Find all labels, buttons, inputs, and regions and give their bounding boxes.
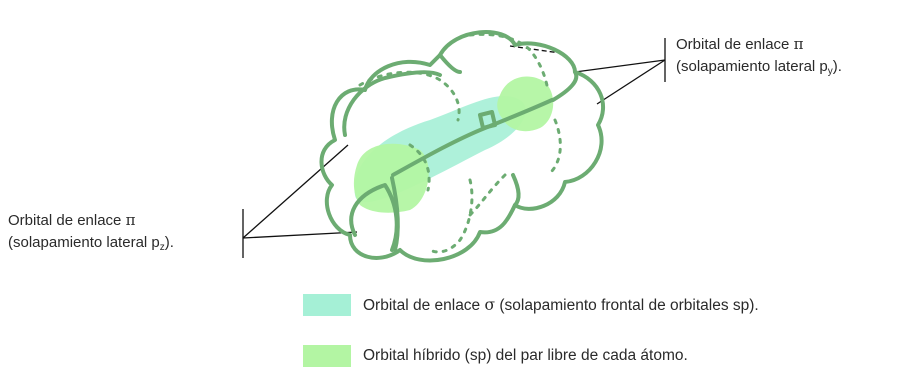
py-subscript: y bbox=[827, 66, 833, 77]
pi-bond-pz-desc: (solapamiento lateral p bbox=[8, 234, 160, 251]
top-lobe-notch bbox=[438, 53, 462, 74]
legend-item-sigma: Orbital de enlace σ (solapamiento fronta… bbox=[303, 293, 759, 317]
hidden-outline-right bbox=[546, 118, 562, 177]
orbital-outlines bbox=[319, 30, 605, 263]
callout-lines bbox=[242, 38, 666, 258]
sigma-symbol: σ bbox=[484, 295, 496, 314]
sigma-swatch bbox=[303, 294, 351, 316]
hidden-orbital-outlines bbox=[358, 32, 562, 254]
hidden-outline-upper-left bbox=[358, 70, 461, 122]
center-node bbox=[478, 110, 497, 130]
legend-sp-text: Orbital híbrido (sp) del par libre de ca… bbox=[363, 347, 688, 364]
pi-bond-py-prefix: Orbital de enlace bbox=[676, 36, 794, 53]
hidden-outline-top bbox=[468, 32, 550, 92]
legend-sigma-prefix: Orbital de enlace bbox=[363, 296, 485, 314]
front-lobe-ridge bbox=[342, 70, 442, 137]
pi-symbol: π bbox=[125, 211, 136, 229]
pi-bond-pz-prefix: Orbital de enlace bbox=[8, 212, 126, 229]
callout-line-top-upper bbox=[574, 59, 666, 73]
callout-line-top-lower bbox=[596, 59, 666, 105]
hidden-outline-lower bbox=[428, 178, 474, 254]
hidden-outline-left bbox=[408, 143, 431, 192]
right-lobe-ridge bbox=[551, 70, 579, 102]
pz-subscript: z bbox=[159, 242, 165, 253]
right-lower-lobe bbox=[511, 173, 521, 207]
legend-sigma-text: Orbital de enlace σ (solapamiento fronta… bbox=[363, 296, 759, 315]
bond-axis-lower bbox=[390, 176, 400, 252]
pi-bond-pz-suffix: ). bbox=[164, 234, 174, 251]
pi-bond-py-label: Orbital de enlace π (solapamiento latera… bbox=[676, 33, 842, 83]
pi-bond-py-desc: (solapamiento lateral p bbox=[676, 58, 828, 75]
legend-item-sp: Orbital híbrido (sp) del par libre de ca… bbox=[303, 344, 688, 368]
pi-bond-py-title: Orbital de enlace π bbox=[676, 33, 842, 56]
callout-line-left-lower bbox=[242, 231, 358, 239]
pi-bond-pz-title: Orbital de enlace π bbox=[8, 209, 174, 232]
pi-bond-py-suffix: ). bbox=[832, 58, 842, 75]
hidden-outline-lower-right bbox=[468, 173, 507, 217]
sp-swatch bbox=[303, 345, 351, 367]
callout-line-top-dashed bbox=[509, 45, 561, 54]
pi-bond-pz-subtitle: (solapamiento lateral pz). bbox=[8, 232, 174, 259]
legend-sigma-suffix: (solapamiento frontal de orbitales sp). bbox=[495, 296, 759, 314]
callout-line-left-upper bbox=[242, 144, 349, 239]
pi-bond-py-subtitle: (solapamiento lateral py). bbox=[676, 56, 842, 83]
pi-symbol: π bbox=[793, 35, 804, 53]
pi-bond-pz-label: Orbital de enlace π (solapamiento latera… bbox=[8, 209, 174, 259]
